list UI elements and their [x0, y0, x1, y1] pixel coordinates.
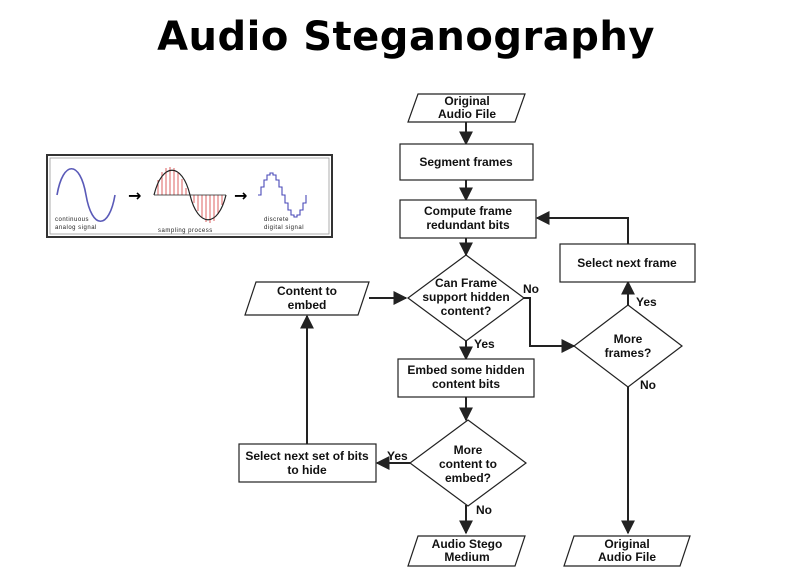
more-content-line2: content to — [439, 457, 497, 471]
caption-discrete-2: digital signal — [264, 225, 304, 231]
can-frame-decision — [406, 254, 526, 342]
page-title: Audio Steganography — [157, 14, 655, 60]
select-bits-line1: Select next set of bits — [245, 449, 369, 463]
original-audio-in-line1: Original — [444, 94, 489, 108]
caption-discrete-1: discrete — [264, 217, 289, 223]
embed-bits-box — [397, 358, 535, 398]
original-audio-out-line1: Original — [604, 537, 649, 551]
right-arrow-icon: → — [128, 186, 141, 205]
select-next-frame-box — [559, 243, 696, 283]
stego-medium-line1: Audio Stego — [432, 537, 503, 551]
more-content-decision — [408, 419, 528, 507]
more-content-line1: More — [454, 443, 483, 457]
select-next-frame-label: Select next frame — [577, 256, 677, 270]
more-content-yes-label: Yes — [387, 449, 408, 463]
original-audio-file-output — [563, 535, 691, 567]
embed-bits-line2: content bits — [432, 377, 500, 391]
select-bits-box — [238, 443, 377, 483]
original-audio-out-line2: Audio File — [598, 550, 656, 564]
right-arrow-icon: → — [234, 186, 247, 205]
more-frames-line2: frames? — [605, 346, 652, 360]
connectors — [300, 122, 635, 535]
can-frame-yes-label: Yes — [474, 337, 495, 351]
analog-wave-icon — [56, 167, 116, 223]
embed-bits-line1: Embed some hidden — [407, 363, 524, 377]
can-frame-no-label: No — [523, 282, 539, 296]
more-frames-decision — [573, 304, 683, 388]
segment-frames-label: Segment frames — [419, 155, 513, 169]
select-bits-line2: to hide — [287, 463, 327, 477]
more-frames-no-label: No — [640, 378, 656, 392]
content-to-embed-input — [244, 281, 370, 316]
can-frame-line2: support hidden — [422, 290, 509, 304]
compute-bits-box — [399, 199, 537, 239]
original-audio-in-line2: Audio File — [438, 107, 496, 121]
can-frame-line1: Can Frame — [435, 276, 497, 290]
segment-frames-box — [399, 143, 534, 181]
sampling-inset: continuous analog signal → sampling proc… — [46, 154, 333, 238]
sampled-wave-icon — [153, 169, 227, 221]
digital-wave-icon — [258, 172, 307, 218]
caption-continuous-1: continuous — [55, 217, 89, 223]
stego-medium-line2: Medium — [444, 550, 489, 564]
more-content-line3: embed? — [445, 471, 491, 485]
caption-continuous-2: analog signal — [55, 225, 97, 231]
can-frame-line3: content? — [441, 304, 492, 318]
more-frames-yes-label: Yes — [636, 295, 657, 309]
more-frames-line1: More — [614, 332, 643, 346]
original-audio-file-input — [407, 93, 526, 123]
more-content-no-label: No — [476, 503, 492, 517]
content-to-embed-line2: embed — [288, 298, 327, 312]
compute-bits-line2: redundant bits — [426, 218, 510, 232]
caption-sampling: sampling process — [158, 228, 213, 234]
audio-stego-medium-output — [407, 535, 526, 567]
content-to-embed-line1: Content to — [277, 284, 337, 298]
compute-bits-line1: Compute frame — [424, 204, 512, 218]
